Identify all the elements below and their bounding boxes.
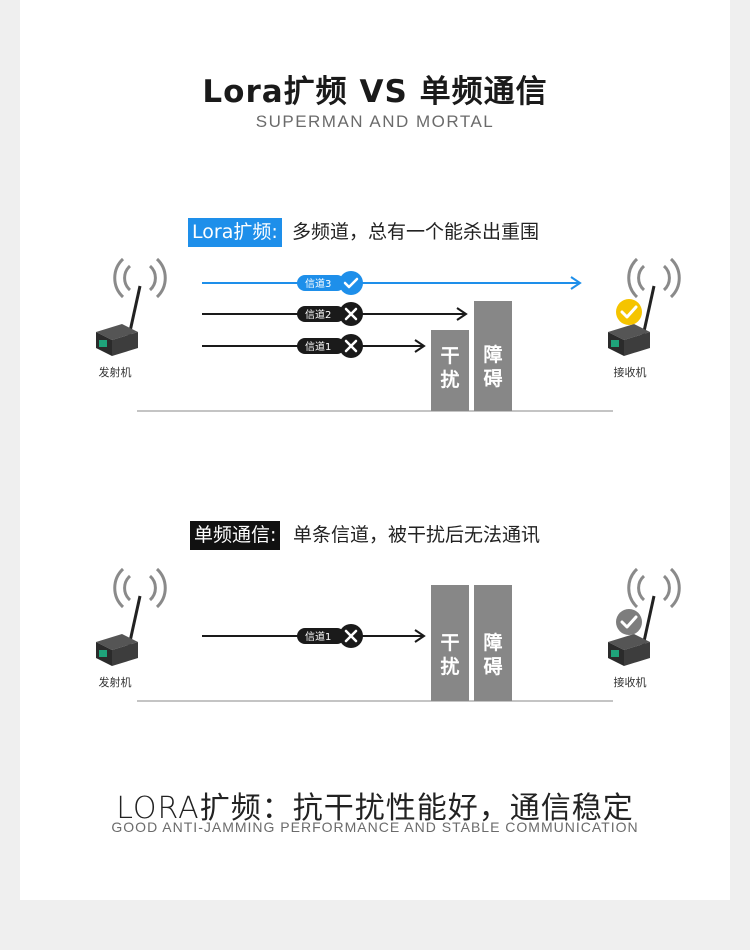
interference-block: 干扰 [431, 585, 469, 701]
single-freq-diagram: 信道1 [96, 567, 681, 702]
channel-3-label: 信道3 [305, 277, 331, 290]
channel-3-path: 信道3 [202, 271, 582, 295]
page-title: Lora扩频 VS 单频通信 [202, 74, 548, 110]
receiver-label: 接收机 [613, 366, 647, 379]
channel-1-label: 信道1 [305, 340, 331, 353]
transmitter-label: 发射机 [98, 366, 132, 379]
transmitter-antenna-icon [113, 567, 167, 609]
conclusion-title: LORA扩频：抗干扰性能好，通信稳定 [116, 791, 634, 826]
receiver-inactive-check-icon [616, 609, 642, 635]
receiver-label: 接收机 [613, 676, 647, 689]
receiver-device-icon [608, 285, 656, 356]
receiver-antenna-icon [627, 567, 681, 609]
channel-2-label: 信道2 [305, 308, 331, 321]
lora-tag: Lora扩频: [188, 218, 282, 247]
transmitter-label: 发射机 [98, 676, 132, 689]
lora-description: 多频道，总有一个能杀出重围 [292, 221, 540, 243]
receiver-device-icon [608, 595, 656, 666]
receiver-antenna-icon [627, 257, 681, 299]
single-freq-tag: 单频通信: [190, 521, 281, 550]
obstacle-block: 障碍 [474, 585, 512, 701]
channel-1-path: 信道1 [202, 334, 426, 358]
content-card [20, 0, 730, 900]
transmitter-device-icon [96, 595, 142, 666]
conclusion-subtitle: GOOD ANTI-JAMMING PERFORMANCE AND STABLE… [111, 819, 639, 835]
channel-2-path: 信道2 [202, 302, 468, 326]
lora-diagram: 信道3 信道2 信道1 [96, 257, 681, 412]
check-icon [343, 277, 359, 289]
channel-1-label: 信道1 [305, 630, 331, 643]
channel-1-path: 信道1 [202, 624, 426, 648]
single-freq-description: 单条信道，被干扰后无法通讯 [293, 524, 541, 546]
receiver-success-check-icon [616, 299, 642, 325]
transmitter-antenna-icon [113, 257, 167, 299]
transmitter-device-icon [96, 285, 142, 356]
obstacle-block: 障碍 [474, 301, 512, 411]
cross-icon [344, 629, 358, 643]
page-subtitle: SUPERMAN AND MORTAL [255, 112, 495, 131]
cross-icon [344, 307, 358, 321]
cross-icon [344, 339, 358, 353]
interference-block: 干扰 [431, 330, 469, 411]
